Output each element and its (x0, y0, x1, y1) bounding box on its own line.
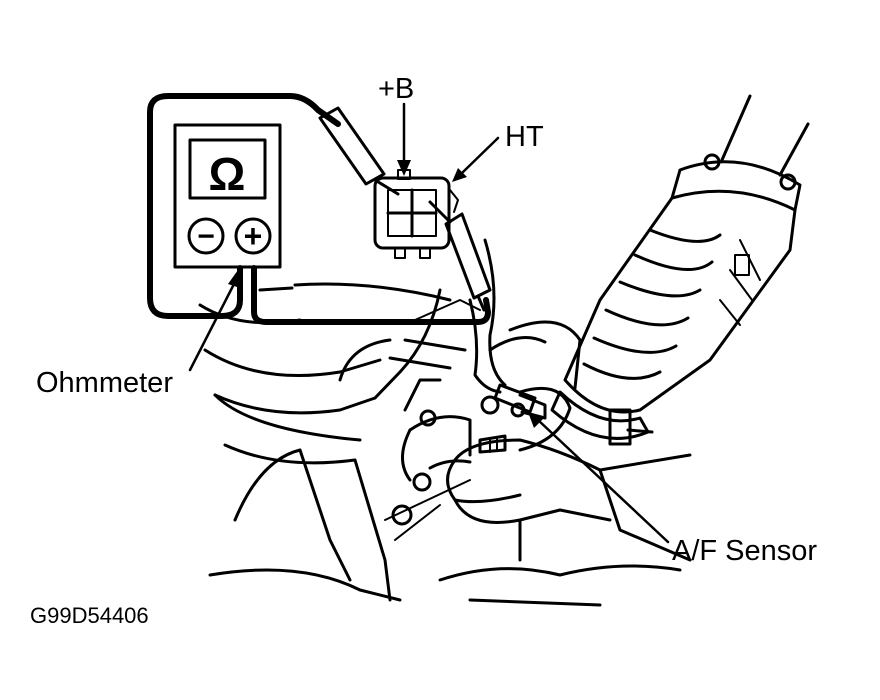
exhaust-manifold (384, 320, 692, 562)
minus-terminal (187, 217, 225, 255)
ohmmeter: Ω − + (173, 123, 282, 269)
ohm-symbol: Ω (209, 148, 246, 200)
plus-symbol: + (244, 218, 263, 254)
engine-block (198, 282, 692, 607)
ohmmeter-label: Ohmmeter (36, 367, 173, 399)
plus-terminal (234, 217, 272, 255)
catalytic-converter (550, 153, 802, 446)
plus-b-label: +B (378, 73, 414, 105)
sensor-connector (373, 169, 459, 259)
callout-arrows (188, 102, 670, 544)
ht-label: HT (505, 121, 544, 153)
test-leads (147, 93, 492, 325)
exhaust-pipe (720, 94, 810, 177)
figure-code: G99D54406 (30, 603, 149, 628)
minus-symbol: − (197, 220, 215, 253)
af-sensor-label: A/F Sensor (672, 535, 817, 567)
ohmmeter-display (188, 138, 267, 200)
